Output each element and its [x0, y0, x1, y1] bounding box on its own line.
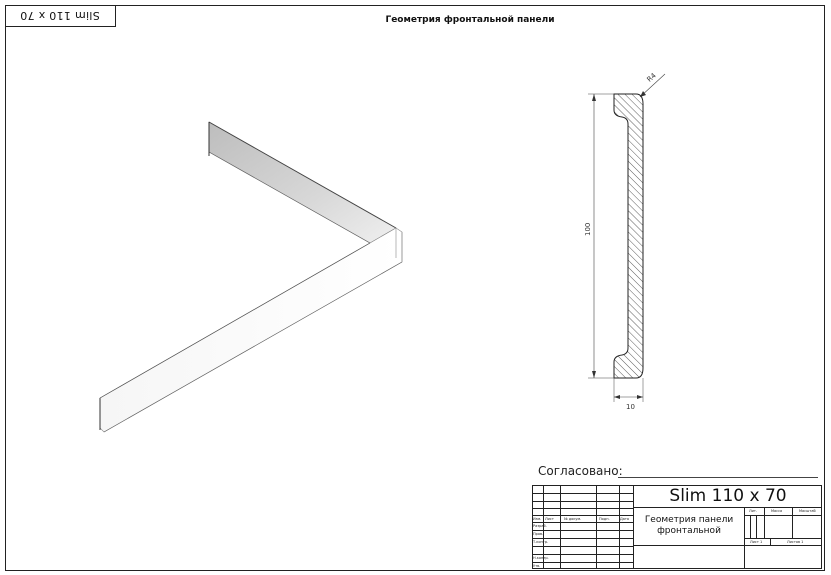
tb-vline [744, 507, 745, 569]
dim-width-label: 10 [626, 403, 635, 411]
radius-arrow [640, 91, 646, 97]
tb-vline [764, 507, 765, 538]
tb-row-label: Пров. [533, 532, 544, 536]
corner-stamp: Slim 110 x 70 [5, 5, 116, 27]
tb-sheet-label: Лист 1 [750, 540, 763, 544]
agreement-signature-line [618, 477, 818, 478]
tb-vline [633, 485, 634, 569]
tb-sheets-label: Листов 1 [787, 540, 804, 544]
dim-width-arrow-right [637, 395, 643, 399]
tb-vline [756, 515, 757, 538]
tb-row-label: Н.контр. [533, 556, 549, 560]
tb-hline [532, 562, 633, 563]
tb-hline [532, 546, 633, 547]
tb-mass-label: Масса [771, 509, 783, 513]
tb-hline [532, 554, 633, 555]
tb-hline [532, 530, 633, 531]
tb-vline [596, 485, 597, 569]
tb-hline [532, 493, 633, 494]
tb-hline [744, 545, 822, 546]
sheet-title: Геометрия фронтальной панели [385, 15, 555, 25]
tb-hline [532, 538, 633, 539]
title-block [532, 485, 822, 569]
tb-hline [532, 522, 633, 523]
tb-vline [750, 515, 751, 538]
dim-height-arrow-bottom [592, 371, 596, 378]
tb-vline [619, 485, 620, 569]
back-leg-inner-face [208, 121, 397, 244]
tb-part-name: Геометрия панели фронтальной [634, 515, 744, 537]
front-leg-bottom-edge [103, 261, 403, 433]
tb-row-label: Т.контр. [533, 540, 549, 544]
dim-height-arrow-top [592, 94, 596, 101]
profile-shape [613, 93, 644, 379]
back-leg-top-edge [208, 121, 397, 229]
tb-hline [633, 507, 822, 508]
tb-hline [532, 508, 633, 509]
tb-scale-label: Масштаб [799, 509, 816, 513]
tb-product-code: Slim 110 x 70 [669, 486, 787, 506]
tb-part-name-line1: Геометрия панели [644, 515, 734, 525]
tb-col-label: Изм. [533, 517, 542, 521]
tb-vline [792, 507, 793, 538]
tb-hline [532, 501, 633, 502]
dim-width-arrow-left [614, 395, 620, 399]
tb-col-label: Подп. [599, 517, 610, 521]
tb-col-label: Дата [620, 517, 630, 521]
tb-lit-label: Лит. [749, 509, 758, 513]
profile-section: 100 10 R4 [584, 71, 666, 411]
drawing-sheet [5, 5, 825, 571]
back-leg-bottom-edge [208, 151, 371, 244]
tb-vline [543, 485, 544, 569]
tb-hline [744, 538, 822, 539]
tb-vline [770, 538, 771, 545]
tb-row-label: Разраб. [533, 524, 547, 528]
tb-col-label: Лист [545, 517, 554, 521]
tb-hline [532, 515, 633, 516]
dim-height-label: 100 [584, 223, 592, 236]
isometric-view [99, 121, 403, 433]
front-leg-top-edge [99, 242, 371, 399]
front-leg-face [99, 227, 403, 433]
tb-vline [560, 485, 561, 569]
tb-part-name-line2: фронтальной [657, 526, 721, 536]
tb-hline [744, 515, 822, 516]
agreement-label: Согласовано: [538, 464, 623, 478]
tb-col-label: № докум. [564, 517, 582, 521]
tb-hline [633, 545, 744, 546]
tb-row-label: Утв. [533, 564, 541, 568]
